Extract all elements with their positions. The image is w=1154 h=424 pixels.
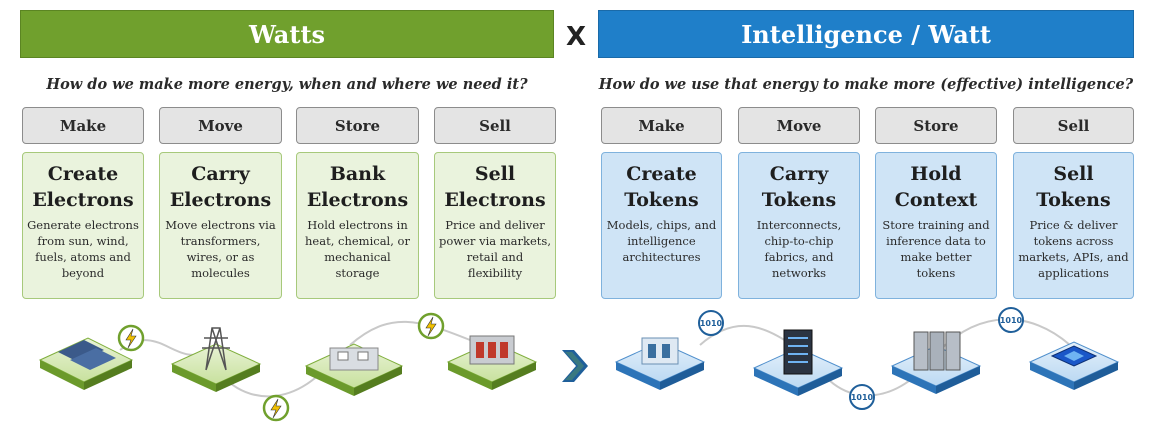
card-title-line2: Electrons (306, 189, 409, 211)
card-description: Price and deliver power via markets, ret… (439, 218, 551, 280)
card-title-line1: Create (626, 163, 697, 185)
card-title-line1: Carry (769, 163, 829, 185)
binary-data-icon: 1010 (849, 384, 875, 410)
card-sell-electrons: Sell Electrons Price and deliver power v… (434, 152, 556, 299)
binary-label: 1010 (700, 319, 723, 328)
card-description: Store training and inference data to mak… (882, 218, 990, 280)
card-carry-tokens: Carry Tokens Interconnects, chip-to-chip… (738, 152, 860, 299)
substation-icon (446, 335, 538, 390)
card-title-line2: Tokens (1036, 189, 1111, 211)
card-carry-electrons: Carry Electrons Move electrons via trans… (159, 152, 282, 299)
card-bank-electrons: Bank Electrons Hold electrons in heat, c… (296, 152, 419, 299)
watts-banner: Watts (20, 10, 554, 58)
binary-data-icon: 1010 (998, 307, 1024, 333)
card-title-line2: Tokens (624, 189, 699, 211)
step-make-intelligence: Make (601, 107, 722, 144)
card-description: Move electrons via transformers, wires, … (165, 218, 276, 280)
card-title-line2: Electrons (32, 189, 134, 211)
ai-chip-icon (1028, 341, 1120, 390)
step-sell-intelligence: Sell (1013, 107, 1134, 144)
card-title-line1: Carry (191, 163, 250, 185)
multiply-sign: X (566, 22, 587, 52)
step-move-energy: Move (159, 107, 282, 144)
lightning-icon (417, 312, 445, 340)
illustration-strip: 1010 1010 1010 (38, 307, 1120, 422)
energy-flow-line (119, 320, 471, 398)
step-sell-energy: Sell (434, 107, 556, 144)
card-title-line2: Electrons (169, 189, 272, 211)
step-store-energy: Store (296, 107, 419, 144)
chevron-right-icon (562, 350, 588, 382)
storage-array-icon (890, 331, 982, 394)
card-title-line1: Sell (474, 163, 516, 185)
card-title-line1: Bank (329, 163, 386, 185)
server-rack-icon (752, 329, 844, 396)
card-description: Models, chips, and intelligence architec… (606, 218, 717, 264)
card-create-electrons: Create Electrons Generate electrons from… (22, 152, 144, 299)
binary-label: 1010 (1000, 316, 1023, 325)
binary-label: 1010 (851, 393, 874, 402)
card-title-line1: Hold (910, 163, 962, 185)
card-description: Price & deliver tokens across markets, A… (1018, 218, 1129, 280)
binary-data-icon: 1010 (698, 310, 724, 336)
lightning-icon (117, 324, 145, 352)
card-title-line2: Tokens (761, 189, 837, 211)
battery-storage-icon (304, 343, 404, 396)
card-description: Generate electrons from sun, wind, fuels… (27, 218, 139, 280)
card-title-line2: Electrons (444, 189, 546, 211)
card-title-line1: Sell (1053, 163, 1094, 185)
energy-question: How do we make more energy, when and whe… (46, 76, 528, 93)
data-center-icon (614, 337, 706, 390)
power-tower-icon (170, 327, 262, 392)
card-title-line1: Create (47, 163, 119, 185)
lightning-icon (262, 394, 290, 422)
card-sell-tokens: Sell Tokens Price & deliver tokens acros… (1013, 152, 1134, 299)
solar-panel-icon (38, 337, 134, 390)
card-description: Interconnects, chip-to-chip fabrics, and… (756, 218, 842, 280)
card-title-line2: Context (894, 189, 978, 211)
step-store-intelligence: Store (875, 107, 997, 144)
intelligence-per-watt-banner: Intelligence / Watt (598, 10, 1134, 58)
card-hold-context: Hold Context Store training and inferenc… (875, 152, 997, 299)
step-move-intelligence: Move (738, 107, 860, 144)
intelligence-question: How do we use that energy to make more (… (598, 76, 1134, 93)
card-create-tokens: Create Tokens Models, chips, and intelli… (601, 152, 722, 299)
card-description: Hold electrons in heat, chemical, or mec… (305, 218, 410, 280)
step-make-energy: Make (22, 107, 144, 144)
